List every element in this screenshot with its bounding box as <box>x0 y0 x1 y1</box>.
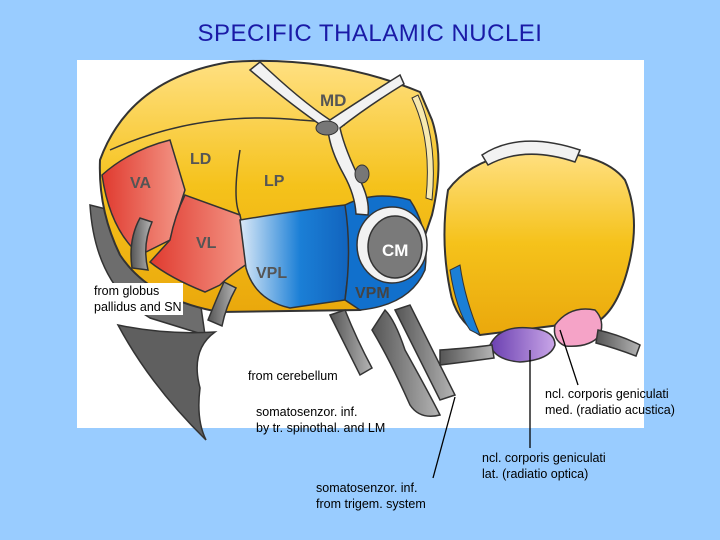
label-ld: LD <box>190 151 211 168</box>
lamina-strip-right <box>411 94 434 201</box>
label-md: MD <box>320 91 346 110</box>
fiber-lgb <box>595 329 641 357</box>
label-cerebellum: from cerebellum <box>248 369 338 383</box>
callout-lines <box>432 329 579 479</box>
label-va: VA <box>130 175 151 192</box>
label-lp: LP <box>264 173 285 190</box>
nucleus-vl-region <box>148 194 251 293</box>
fiber-spinothal <box>371 308 442 417</box>
label-lateral-geniculate: ncl. corporis geniculati lat. (radiatio … <box>482 451 606 481</box>
label-spinothalamic: somatosenzor. inf. by tr. spinothal. and… <box>256 405 386 435</box>
fiber-mgb <box>439 344 495 366</box>
label-trigeminal: somatosenzor. inf. from trigem. system <box>316 481 426 511</box>
fiber-trigem <box>393 304 457 401</box>
label-vpl: VPL <box>256 265 287 282</box>
medial-geniculate-body <box>489 326 556 363</box>
lamina-node-lower <box>354 164 370 184</box>
fiber-left-1 <box>130 217 154 271</box>
fiber-left-2 <box>207 280 238 328</box>
pulvinar-blue-strip <box>449 264 481 337</box>
gray-claw-bottom <box>116 323 218 441</box>
label-medial-geniculate: ncl. corporis geniculati med. (radiatio … <box>545 387 675 417</box>
pulvinar-cap <box>480 140 582 167</box>
nucleus-cm-core <box>367 215 423 279</box>
callout-mgb <box>559 329 579 386</box>
callout-trigem <box>432 396 456 479</box>
label-globus-pallidus: from globus pallidus and SN <box>93 283 183 315</box>
pulvinar-region <box>443 150 635 337</box>
page-title: SPECIFIC THALAMIC NUCLEI <box>197 20 543 47</box>
afferent-fibers <box>130 217 641 417</box>
lamina-node-upper <box>315 120 339 136</box>
fiber-cerebellum <box>328 309 374 377</box>
label-vl: VL <box>196 235 217 252</box>
lp-boundary <box>235 149 241 216</box>
label-vpm: VPM <box>355 285 390 302</box>
label-cm: CM <box>382 241 408 260</box>
